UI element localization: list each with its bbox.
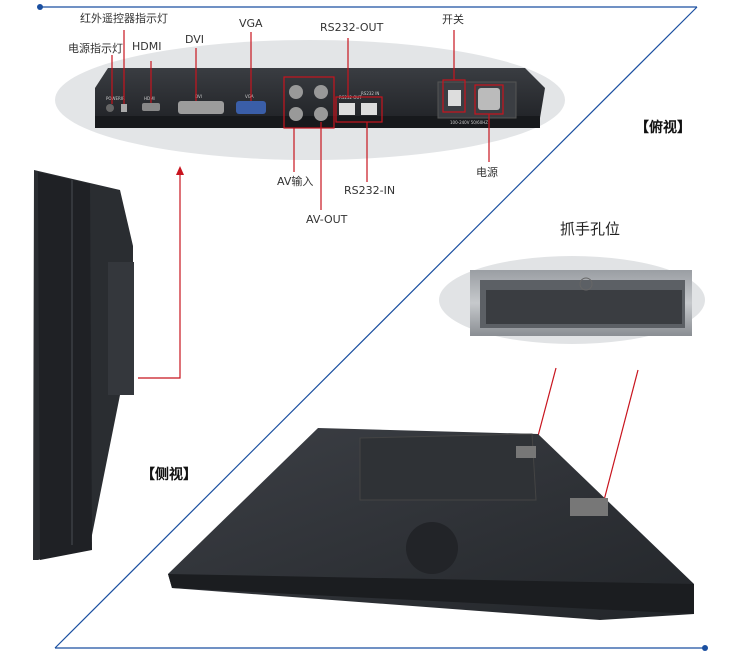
frame-dot-bottom [702, 645, 708, 651]
bnc-3 [289, 107, 303, 121]
side-view-tag: 【侧视】 [141, 467, 197, 483]
print-vga: VGA [245, 94, 254, 99]
arrow-up [176, 166, 184, 175]
av-out-label: AV-OUT [306, 213, 348, 226]
panel-ports: POWER IR HDMI DVI VGA RS232 OUT RS232 IN… [106, 81, 517, 125]
print-dvi: DVI [195, 94, 202, 99]
rj45-2 [361, 103, 377, 115]
top-view-tag: 【俯视】 [635, 120, 691, 136]
power-label: 电源 [476, 166, 498, 179]
frame-dot-top [37, 4, 43, 10]
red-pointers [111, 30, 639, 509]
main-device [168, 428, 694, 620]
ir-indicator-label: 红外遥控器指示灯 [80, 12, 168, 25]
rocker-switch [448, 90, 461, 106]
rj45-1 [339, 103, 355, 115]
vga-port [236, 101, 266, 114]
print-ir: IR [121, 96, 125, 101]
av-in-label: AV输入 [277, 175, 314, 188]
print-power: POWER [106, 96, 121, 101]
bnc-1 [289, 85, 303, 99]
bnc-4 [314, 107, 328, 121]
switch-label: 开关 [442, 13, 464, 26]
dvi-port [178, 101, 224, 114]
power-indicator-label: 电源指示灯 [68, 42, 123, 55]
hdmi-port [142, 103, 160, 111]
side-view-device [33, 170, 134, 560]
print-hdmi: HDMI [144, 96, 155, 101]
handle-closeup [439, 256, 705, 344]
bnc-2 [314, 85, 328, 99]
print-rs232in: RS232 IN [361, 91, 379, 96]
frame-lines [40, 6, 705, 649]
handle-hole-title: 抓手孔位 [560, 220, 621, 238]
vga-label: VGA [239, 17, 263, 30]
print-voltage: 100-240V 50/60HZ [450, 120, 488, 125]
dvi-label: DVI [185, 33, 205, 46]
power-led [106, 104, 114, 112]
ir-sensor [121, 104, 127, 112]
power-socket [478, 88, 500, 110]
hdmi-label: HDMI [132, 40, 162, 53]
rs232-out-label: RS232-OUT [320, 21, 384, 34]
rs232-in-label: RS232-IN [344, 184, 396, 197]
